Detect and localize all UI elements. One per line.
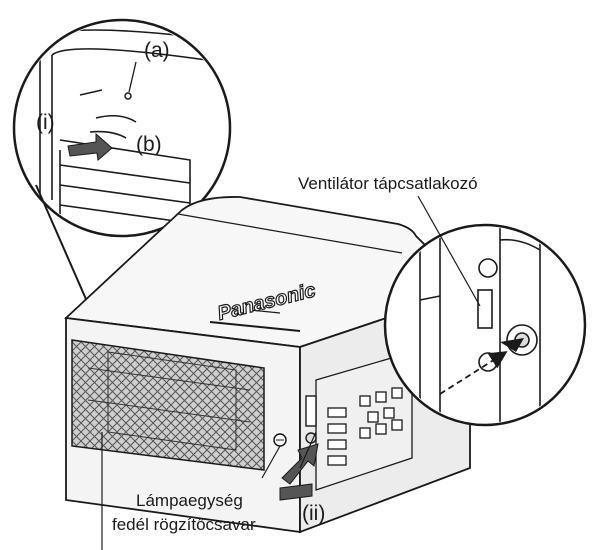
lamp-handle [279,483,313,501]
lamp-cover-screw [273,433,287,447]
insert-arrow [439,351,508,395]
lamp-connector [305,395,317,444]
callout-i-label: (i) [36,111,55,134]
callout-ii-label: (ii) [302,502,326,525]
leader-lines [101,195,481,550]
callout-b-label: (b) [136,133,162,156]
lamp-cover-grill [71,339,265,471]
zoom-circle-fan-connector [383,223,587,427]
fan-connector-label: Ventilátor tápcsatlakozó [298,174,478,193]
pull-arrow-ii [281,443,319,485]
lamp-screw-label-line2: fedél rögzítőcsavar [112,515,256,534]
callout-a-label: (a) [144,39,170,62]
control-panel [315,351,413,491]
zoom-circle-lamp-detail [12,18,232,238]
push-arrow-i [67,132,113,161]
lamp-screw-label-line1: Lámpaegység [136,491,243,510]
